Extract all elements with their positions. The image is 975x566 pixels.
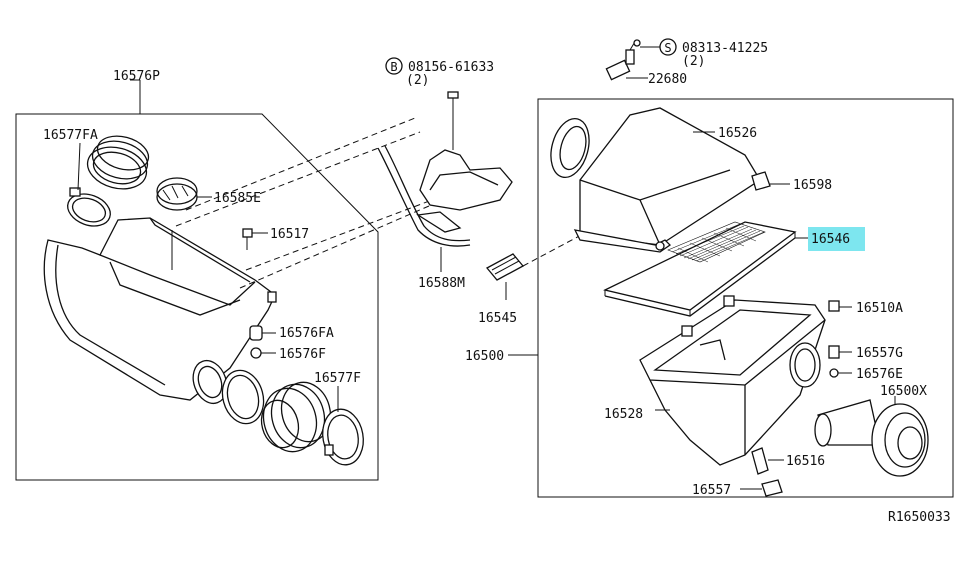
sensor-22680-drawing	[605, 39, 662, 81]
bolt-B-quantity: (2)	[406, 73, 429, 88]
label-16577FA[interactable]: 16577FA	[43, 128, 98, 143]
label-16526[interactable]: 16526	[718, 126, 757, 141]
label-16500X[interactable]: 16500X	[880, 384, 927, 399]
hose-ring-drawing	[86, 135, 150, 190]
right-assembly-frame	[508, 98, 954, 498]
screw-S-part-number[interactable]: 08313-41225	[682, 41, 768, 56]
cap-16585E-drawing	[156, 177, 212, 211]
label-16588M[interactable]: 16588M	[418, 276, 465, 291]
label-16577F[interactable]: 16577F	[314, 371, 361, 386]
label-16546[interactable]: 16546	[811, 232, 850, 247]
filter-16546-drawing	[603, 221, 808, 317]
label-16517[interactable]: 16517	[270, 227, 309, 242]
label-16510A[interactable]: 16510A	[856, 301, 903, 316]
label-22680[interactable]: 22680	[648, 72, 687, 87]
label-16576F[interactable]: 16576F	[279, 347, 326, 362]
label-16557G[interactable]: 16557G	[856, 346, 903, 361]
screw-S-marker-icon: S	[659, 38, 677, 56]
bolt-B-part-number[interactable]: 08156-61633	[408, 60, 494, 75]
label-16557[interactable]: 16557	[692, 483, 731, 498]
bolt-B-mark: B	[390, 60, 397, 74]
screw-S-mark: S	[664, 41, 671, 55]
highlight-16546	[808, 227, 865, 251]
fasteners-left-drawing	[242, 228, 276, 359]
cover-16526-drawing	[550, 107, 761, 253]
outlet-16500X-drawing	[814, 396, 929, 477]
bracket-16588M-drawing	[377, 91, 513, 272]
left-assembly-frame	[15, 79, 379, 481]
label-16598[interactable]: 16598	[793, 178, 832, 193]
lower-case-16528-drawing	[639, 295, 826, 466]
clamp-16577FA-drawing	[67, 142, 111, 227]
label-16576P[interactable]: 16576P	[113, 69, 160, 84]
outlet-hose-drawing	[221, 369, 364, 466]
label-16576FA[interactable]: 16576FA	[279, 326, 334, 341]
fasteners-right-drawing	[740, 300, 852, 497]
inlet-duct-16576P-drawing	[43, 217, 277, 405]
screw-S-quantity: (2)	[682, 54, 705, 69]
label-16516[interactable]: 16516	[786, 454, 825, 469]
label-16545[interactable]: 16545	[478, 311, 517, 326]
clip-16598-drawing	[751, 171, 790, 191]
label-16528[interactable]: 16528	[604, 407, 643, 422]
diagram-reference: R1650033	[888, 510, 951, 525]
label-16576E[interactable]: 16576E	[856, 367, 903, 382]
label-16585E[interactable]: 16585E	[214, 191, 261, 206]
label-16500[interactable]: 16500	[465, 349, 504, 364]
bolt-B-marker-icon: B	[385, 57, 403, 75]
